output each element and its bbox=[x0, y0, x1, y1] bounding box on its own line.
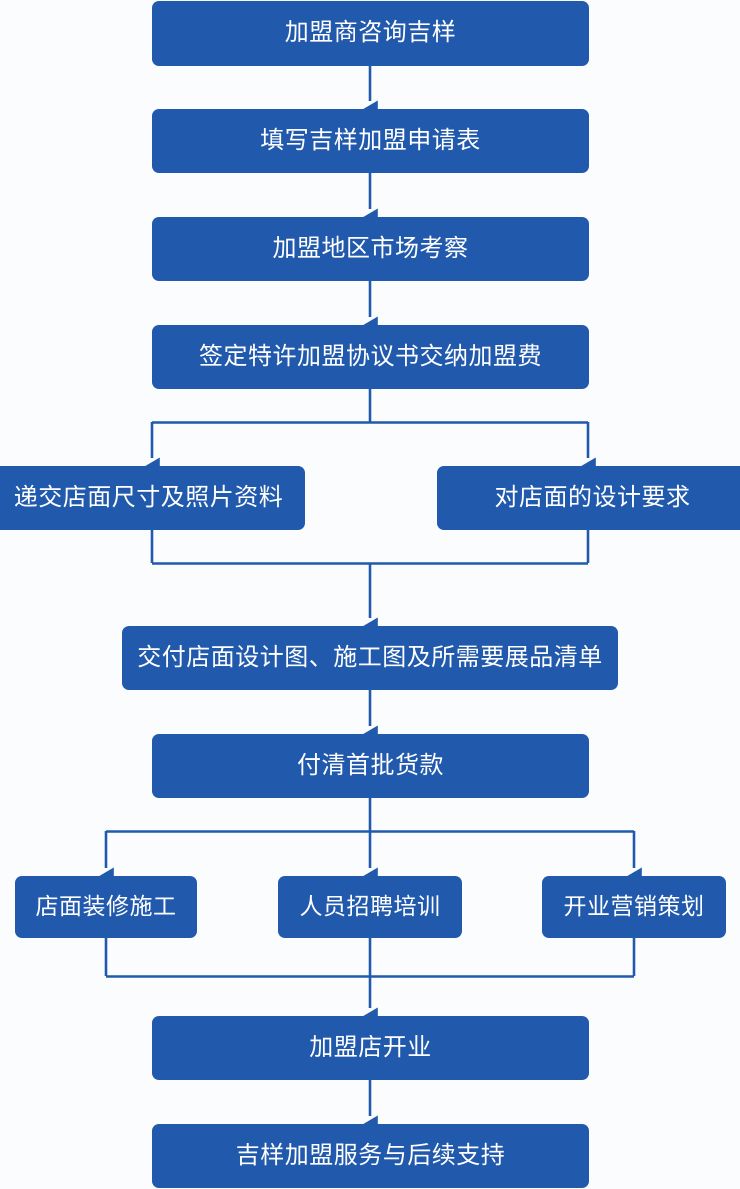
node-label: 交付店面设计图、施工图及所需要展品清单 bbox=[137, 643, 603, 671]
node-label: 加盟地区市场考察 bbox=[272, 234, 469, 262]
node-label: 对店面的设计要求 bbox=[494, 483, 691, 511]
node-submit-store-size-photos[interactable]: 递交店面尺寸及照片资料 bbox=[0, 466, 305, 530]
node-label: 人员招聘培训 bbox=[299, 893, 441, 920]
node-store-renovation[interactable]: 店面装修施工 bbox=[15, 876, 197, 938]
node-label: 递交店面尺寸及照片资料 bbox=[13, 483, 284, 511]
node-fill-application-form[interactable]: 填写吉样加盟申请表 bbox=[152, 109, 589, 173]
node-opening-marketing-plan[interactable]: 开业营销策划 bbox=[542, 876, 726, 938]
node-store-opening[interactable]: 加盟店开业 bbox=[152, 1016, 589, 1080]
node-label: 店面装修施工 bbox=[35, 893, 177, 920]
node-label: 吉样加盟服务与后续支持 bbox=[235, 1141, 506, 1169]
node-label: 付清首批货款 bbox=[297, 751, 444, 779]
node-label: 加盟商咨询吉样 bbox=[284, 19, 457, 47]
node-consult-jixiang[interactable]: 加盟商咨询吉样 bbox=[152, 1, 589, 66]
node-label: 开业营销策划 bbox=[563, 893, 705, 920]
node-deliver-design-construction-drawings[interactable]: 交付店面设计图、施工图及所需要展品清单 bbox=[122, 626, 618, 690]
node-market-survey[interactable]: 加盟地区市场考察 bbox=[152, 217, 589, 281]
node-store-design-requirements[interactable]: 对店面的设计要求 bbox=[437, 466, 740, 530]
node-label: 填写吉样加盟申请表 bbox=[260, 126, 481, 154]
node-sign-agreement-pay-fee[interactable]: 签定特许加盟协议书交纳加盟费 bbox=[152, 325, 589, 389]
node-label: 签定特许加盟协议书交纳加盟费 bbox=[199, 342, 542, 370]
node-label: 加盟店开业 bbox=[309, 1033, 432, 1061]
node-pay-first-batch[interactable]: 付清首批货款 bbox=[152, 734, 589, 798]
node-after-sales-support[interactable]: 吉样加盟服务与后续支持 bbox=[152, 1124, 589, 1188]
node-staff-recruitment-training[interactable]: 人员招聘培训 bbox=[278, 876, 462, 938]
